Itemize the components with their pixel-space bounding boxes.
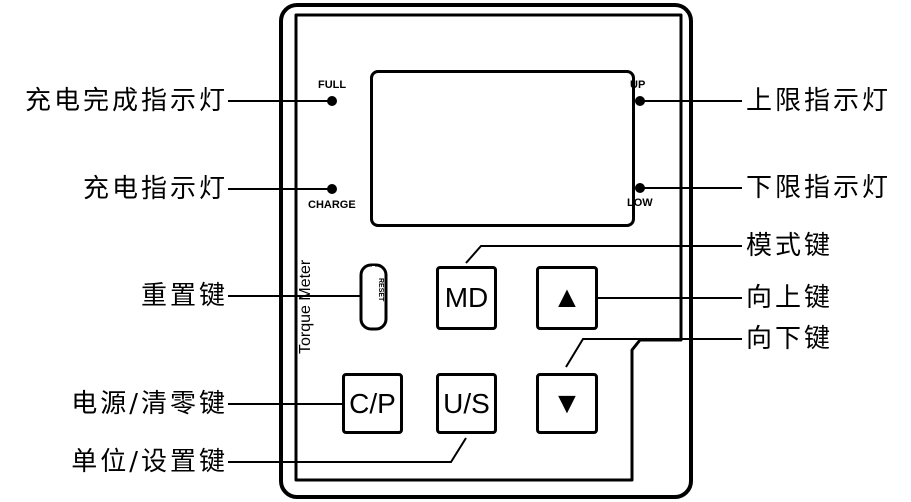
md-callout-label: 模式键 <box>746 231 834 261</box>
reset-callout-label: 重置键 <box>140 281 228 311</box>
reset-indicator-label: RESET <box>377 278 384 302</box>
up-indicator-led <box>635 96 645 106</box>
full-indicator-label: FULL <box>318 79 347 91</box>
us-leader-line <box>228 437 467 463</box>
device-outer-housing <box>279 3 693 499</box>
charge-callout-label: 充电指示灯 <box>82 174 228 204</box>
down-key-leader-line <box>565 338 742 368</box>
up-limit-callout-label: 上限指示灯 <box>746 86 892 116</box>
charge-indicator-led <box>327 184 337 194</box>
up-arrow-key[interactable]: ▲ <box>536 266 598 330</box>
us-callout-label: 单位/设置键 <box>71 447 228 477</box>
up-key-callout-label: 向上键 <box>746 283 834 313</box>
us-key[interactable]: U/S <box>436 373 497 434</box>
lcd-display <box>370 70 635 227</box>
brand-text: Torque Meter <box>297 259 314 354</box>
reset-slot <box>359 263 388 331</box>
low-limit-callout-label: 下限指示灯 <box>746 173 892 203</box>
device-inner-panel <box>294 13 683 482</box>
low-indicator-label: LOW <box>627 197 653 209</box>
down-arrow-key[interactable]: ▼ <box>536 373 598 434</box>
md-leader-line <box>465 245 742 264</box>
up-indicator-label: UP <box>630 79 646 91</box>
cp-callout-label: 电源/清零键 <box>71 389 228 419</box>
down-key-callout-label: 向下键 <box>746 324 834 354</box>
low-indicator-led <box>635 183 645 193</box>
md-key[interactable]: MD <box>436 266 497 330</box>
full-callout-label: 充电完成指示灯 <box>24 86 228 116</box>
full-indicator-led <box>327 96 337 106</box>
charge-indicator-label: CHARGE <box>308 199 356 211</box>
cp-key[interactable]: C/P <box>342 373 403 434</box>
